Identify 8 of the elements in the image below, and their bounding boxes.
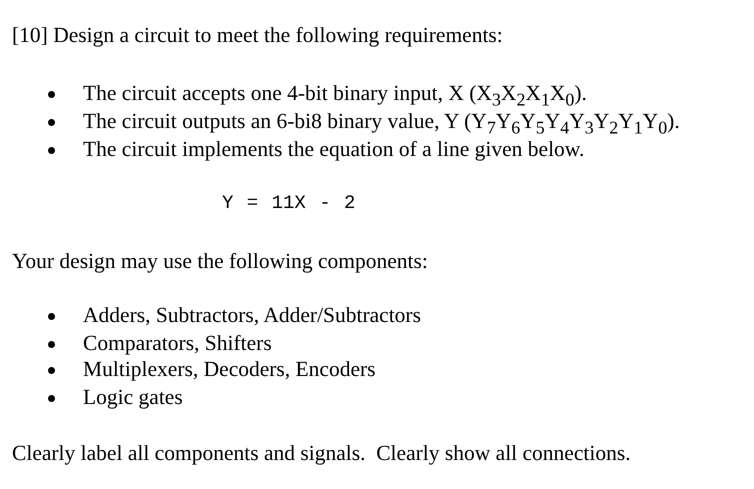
component-text: Logic gates: [83, 384, 183, 410]
question-heading: [10] Design a circuit to meet the following requirements:: [12, 22, 503, 48]
instruction-text: Clearly label all components and signals. Clearly show all connections.: [12, 440, 631, 466]
component-text: Multiplexers, Decoders, Encoders: [83, 356, 376, 382]
equation: Y = 11X - 2: [222, 191, 356, 216]
component-text: Comparators, Shifters: [83, 330, 272, 356]
section-heading: Your design may use the following components:: [12, 248, 428, 274]
component-text: Adders, Subtractors, Adder/Subtractors: [83, 302, 421, 328]
